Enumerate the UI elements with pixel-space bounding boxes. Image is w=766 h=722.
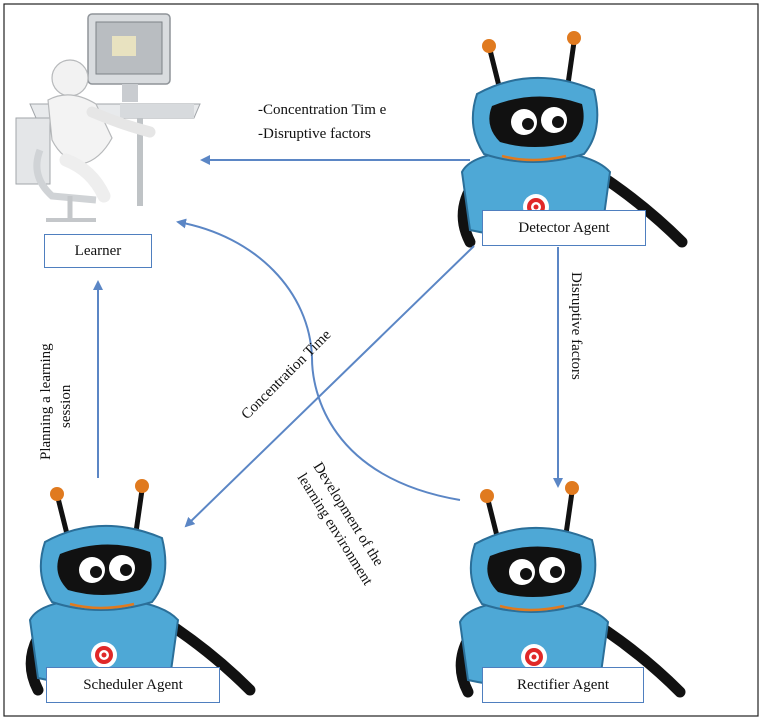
scheduler-robot-icon: [30, 479, 250, 690]
edge-label-scheduler-line2: session: [58, 384, 74, 428]
node-scheduler-agent: Scheduler Agent: [46, 667, 220, 703]
edge-label-detector-to-scheduler: Concentration Time: [239, 327, 335, 423]
node-learner: Learner: [44, 234, 152, 268]
frame: [3, 3, 759, 717]
node-rectifier-agent: Rectifier Agent: [482, 667, 644, 703]
edge-label-concentration-time: -Concentration Tim e: [258, 102, 387, 118]
edge-label-disruptive-factors: -Disruptive factors: [258, 126, 371, 142]
learner-computer-icon: [15, 13, 201, 222]
edge-label-detector-to-rectifier: Disruptive factors: [568, 272, 584, 380]
edge-label-scheduler-line1: Planning a learning: [38, 343, 54, 460]
edge-detector-to-scheduler: [184, 245, 475, 528]
node-detector-agent: Detector Agent: [482, 210, 646, 246]
edge-rectifier-to-learner: [176, 218, 461, 501]
rectifier-robot-icon: [460, 481, 680, 692]
